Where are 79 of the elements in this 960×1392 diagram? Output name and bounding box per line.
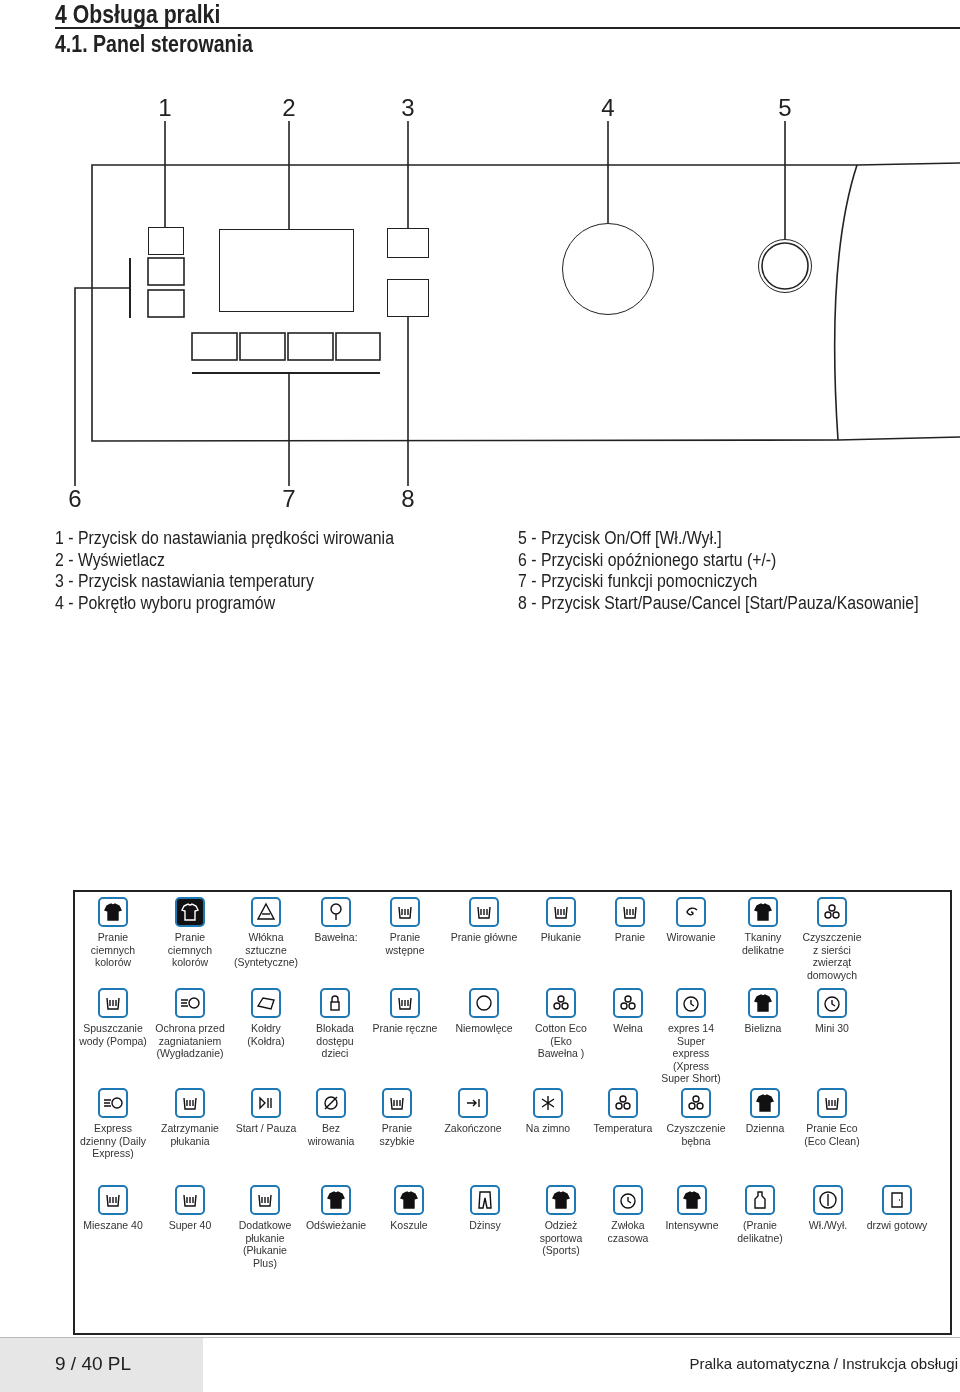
- section-heading: 4 Obsługa pralki: [55, 0, 221, 29]
- symbol-caption: Zwłoka czasowa: [606, 1219, 650, 1244]
- symbol-caption: Odzież sportowa (Sports): [538, 1219, 584, 1257]
- leader-line: [288, 373, 290, 487]
- symbol-caption: Dodatkowe płukanie (Płukanie Plus): [237, 1219, 293, 1269]
- bracket-line: [192, 372, 380, 374]
- symbol-caption: Wełna: [612, 1022, 644, 1035]
- symbol-caption: Pranie główne: [449, 931, 519, 944]
- symbol-caption: Tkaniny delikatne: [741, 931, 785, 956]
- symbol-caption: Pranie wstępne: [384, 931, 426, 956]
- legend-line: 8 - Przycisk Start/Pause/Cancel [Start/Pauza/Kasowanie]: [518, 592, 919, 614]
- symbol-caption: (Pranie delikatne): [736, 1219, 784, 1244]
- symbol-caption: Kołdry (Kołdra): [246, 1022, 286, 1047]
- symbol-caption: Express dzienny (Daily Express): [79, 1122, 147, 1160]
- subsection-heading: 4.1. Panel sterowania: [55, 31, 253, 58]
- legend-line: 7 - Przyciski funkcji pomocniczych: [518, 571, 758, 592]
- legend-line: 2 - Wyświetlacz: [55, 549, 165, 571]
- symbol-caption: Pranie szybkie: [378, 1122, 416, 1147]
- page-number: 9 / 40 PL: [55, 1353, 132, 1375]
- footer-title: Pralka automatyczna / Instrukcja obsługi: [689, 1355, 958, 1372]
- symbol-caption: Dżinsy: [468, 1219, 502, 1232]
- symbol-caption: Pranie ręczne: [371, 1022, 439, 1035]
- symbol-caption: Czyszczenie z sierści zwierząt domowych: [801, 931, 863, 981]
- legend-line: 1 - Przycisk do nastawiania prędkości wirowania: [55, 528, 394, 549]
- symbol-caption: Pranie ciemnych kolorów: [89, 931, 137, 969]
- symbol-caption: expres 14 Super express (Xpress Super Short): [661, 1022, 721, 1085]
- symbol-caption: Niemowlęce: [454, 1022, 514, 1035]
- symbol-caption: Bielizna: [743, 1022, 783, 1035]
- symbol-caption: Ochrona przed zagniataniem (Wygładzanie): [154, 1022, 226, 1060]
- symbol-caption: Mieszane 40: [82, 1219, 144, 1232]
- symbol-caption: Pranie: [613, 931, 647, 944]
- symbol-caption: drzwi gotowy: [865, 1219, 929, 1232]
- symbol-caption: Odświeżanie: [304, 1219, 368, 1232]
- leader-line: [74, 287, 130, 487]
- callout-number: 1: [153, 95, 177, 121]
- symbol-caption: Płukanie: [539, 931, 583, 944]
- callout-number: 3: [396, 95, 420, 121]
- symbol-caption: Pranie ciemnych kolorów: [166, 931, 214, 969]
- leader-line: [607, 120, 609, 224]
- symbol-caption: Zakończone: [443, 1122, 503, 1135]
- symbol-caption: Bez wirowania: [306, 1122, 356, 1147]
- symbol-caption: Czyszczenie bębna: [665, 1122, 727, 1147]
- callout-number: 5: [773, 95, 797, 121]
- display-screen: [219, 229, 354, 312]
- symbol-caption: Na zimno: [524, 1122, 572, 1135]
- symbol-caption: Dzienna: [744, 1122, 786, 1135]
- leader-line: [288, 120, 290, 230]
- leader-line: [407, 120, 409, 229]
- panel-button: [387, 279, 429, 317]
- legend-line: 5 - Przycisk On/Off [Wł./Wył.]: [518, 528, 722, 549]
- callout-number: 8: [396, 486, 420, 512]
- symbol-caption: Temperatura: [592, 1122, 654, 1135]
- callout-number: 4: [596, 95, 620, 121]
- symbol-caption: Włókna sztuczne (Syntetyczne): [232, 931, 300, 969]
- symbol-caption: Cotton Eco (Eko Bawełna ): [534, 1022, 588, 1060]
- callout-number: 7: [277, 486, 301, 512]
- symbol-caption: Mini 30: [814, 1022, 850, 1035]
- leader-line: [407, 316, 409, 487]
- symbol-caption: Wł./Wył.: [807, 1219, 849, 1232]
- symbol-caption: Spuszczanie wody (Pompa): [78, 1022, 148, 1047]
- symbol-caption: Bawełna:: [313, 931, 359, 944]
- legend-line: 6 - Przyciski opóźnionego startu (+/-): [518, 549, 777, 571]
- legend-line: 4 - Pokrętło wyboru programów: [55, 592, 276, 614]
- callout-number: 2: [277, 95, 301, 121]
- symbol-caption: Wirowanie: [665, 931, 717, 944]
- symbol-caption: Start / Pauza: [235, 1122, 297, 1135]
- callout-number: 6: [63, 486, 87, 512]
- symbol-caption: Koszule: [389, 1219, 429, 1232]
- leader-line: [784, 120, 786, 240]
- panel-button: [387, 228, 429, 258]
- legend-line: 3 - Przycisk nastawiania temperatury: [55, 571, 314, 592]
- symbol-caption: Zatrzymanie płukania: [160, 1122, 220, 1147]
- panel-button: [148, 227, 184, 255]
- leader-line: [164, 120, 166, 228]
- symbol-caption: Super 40: [167, 1219, 213, 1232]
- symbol-caption: Pranie Eco (Eco Clean): [803, 1122, 861, 1147]
- symbol-caption: Blokada dostępu dzieci: [315, 1022, 355, 1060]
- bracket-line: [129, 258, 131, 318]
- symbol-caption: Intensywne: [664, 1219, 720, 1232]
